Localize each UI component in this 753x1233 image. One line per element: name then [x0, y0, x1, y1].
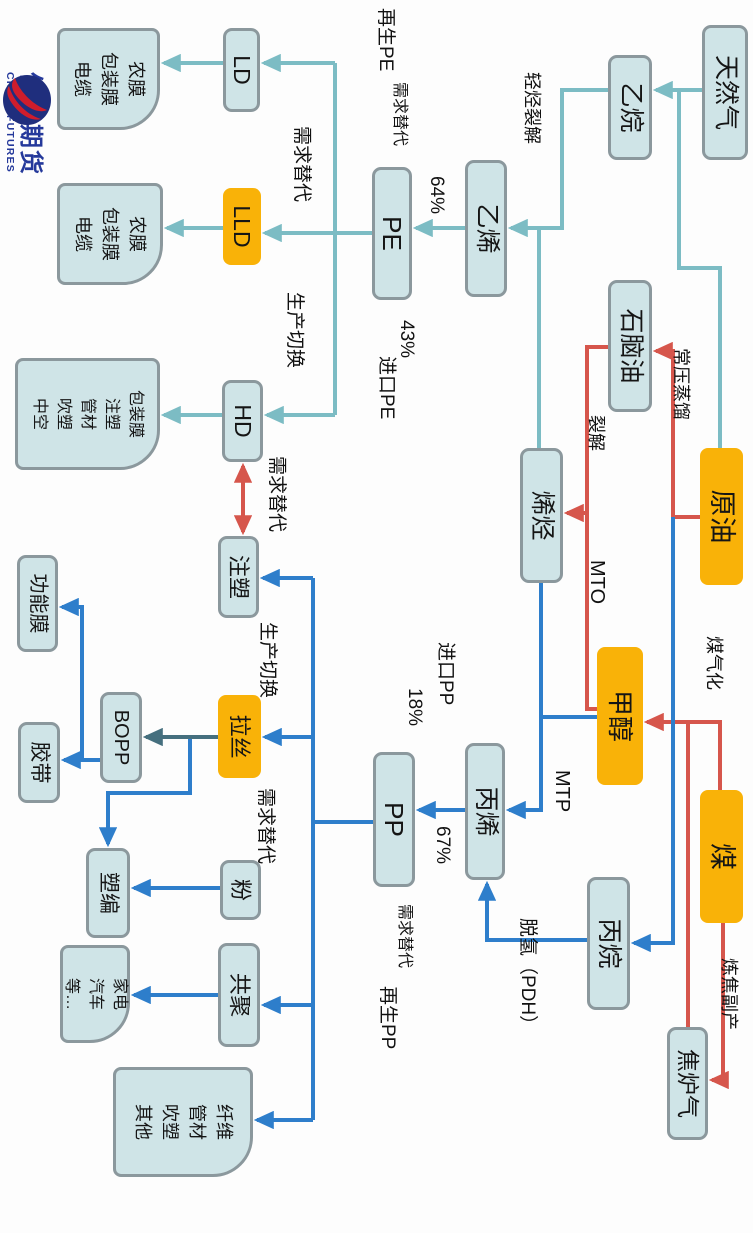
- label-qingtinglieji: 轻烃裂解: [522, 72, 542, 144]
- label-liejie: 裂解: [586, 415, 606, 451]
- label-shengchan-lld: 生产切换: [284, 292, 305, 369]
- edge-r1: [652, 341, 700, 519]
- edge-b1: [630, 517, 675, 953]
- label-zaishengpe: 再生PE: [375, 8, 396, 72]
- label-mto: MTO: [586, 560, 608, 605]
- node-jiaodai: 胶带: [18, 722, 60, 803]
- node-jiadian: 家电 汽车 等…: [60, 945, 130, 1043]
- edge-b2: [505, 583, 543, 820]
- node-jiaoluqi: 焦炉气: [667, 1027, 708, 1140]
- node-zhusu: 注塑: [218, 536, 259, 618]
- label-pdh: 脱氢（PDH）: [517, 918, 538, 1035]
- label-xuqiutidai-ld: 需求替代: [291, 126, 312, 203]
- edge-b14: [98, 737, 192, 848]
- edge-r2: [585, 345, 608, 711]
- node-lld: LLD: [223, 188, 261, 265]
- label-changya: 常压蒸馏: [671, 348, 691, 420]
- node-ld: LD: [223, 28, 260, 112]
- node-pp: PP: [373, 752, 415, 887]
- label-pct43: 43%: [396, 320, 417, 359]
- cinda-logo-icon: [3, 75, 51, 125]
- node-mei: 煤: [700, 790, 743, 923]
- node-lasi: 拉丝: [218, 695, 261, 778]
- node-yiwan: 乙烷: [608, 55, 652, 160]
- node-pe: PE: [372, 167, 412, 300]
- edge-r6: [708, 923, 729, 1090]
- label-lianjiao: 炼焦副产: [719, 958, 739, 1030]
- label-xuqiutidai-hd: 需求替代: [266, 456, 287, 533]
- node-bopp: BOPP: [100, 692, 142, 783]
- label-pct64: 64%: [426, 176, 447, 215]
- node-bingwan: 丙烷: [587, 877, 630, 1010]
- label-zaishengpp: 再生PP: [377, 986, 398, 1050]
- label-meiqihua: 煤气化: [704, 636, 724, 690]
- edge-t3: [507, 88, 608, 238]
- node-xianwei: 纤维 管材 吹塑 其他: [113, 1067, 253, 1177]
- label-mtp: MTP: [551, 770, 573, 813]
- node-supian: 塑编: [86, 848, 130, 938]
- edge-r4: [643, 712, 722, 790]
- node-jiachun: 甲醇: [597, 647, 643, 785]
- label-pct18: 18%: [404, 688, 425, 727]
- label-shengchan-zs: 生产切换: [257, 622, 278, 699]
- label-jinkoupp: 进口PP: [435, 642, 456, 706]
- cinda-futures-logo: 信达期货 CINDA FUTURES: [3, 64, 53, 176]
- label-xuqiutidai-pe: 需求替代: [391, 82, 408, 147]
- node-fen: 粉: [220, 860, 261, 920]
- node-gongju: 共聚: [218, 943, 260, 1047]
- node-nongmo2: 农膜 包装膜 电缆: [57, 183, 163, 285]
- node-baozhuang: 包装膜 注塑 管材 吹塑 中空: [15, 358, 160, 470]
- node-tianranqi: 天然气: [702, 25, 748, 160]
- node-yuanyou: 原油: [700, 448, 743, 585]
- node-hd: HD: [222, 380, 263, 462]
- node-xiting: 烯烃: [520, 448, 563, 583]
- node-bingxi: 丙烯: [465, 743, 505, 880]
- node-shinaoyou: 石脑油: [608, 280, 652, 412]
- label-xuqiutidai-pp: 需求替代: [396, 904, 413, 969]
- node-gongnengmo: 功能膜: [17, 555, 58, 652]
- label-xuqiutidai-ls: 需求替代: [255, 788, 276, 865]
- edge-b16: [58, 597, 84, 760]
- node-nongmo1: 农膜 包装膜 电缆: [57, 28, 160, 130]
- label-jinkoupe: 进口PE: [376, 356, 397, 420]
- node-yixi: 乙烯: [465, 160, 507, 297]
- edge-b4: [477, 880, 587, 942]
- edge-t2: [677, 92, 722, 448]
- label-pct67: 67%: [432, 826, 453, 865]
